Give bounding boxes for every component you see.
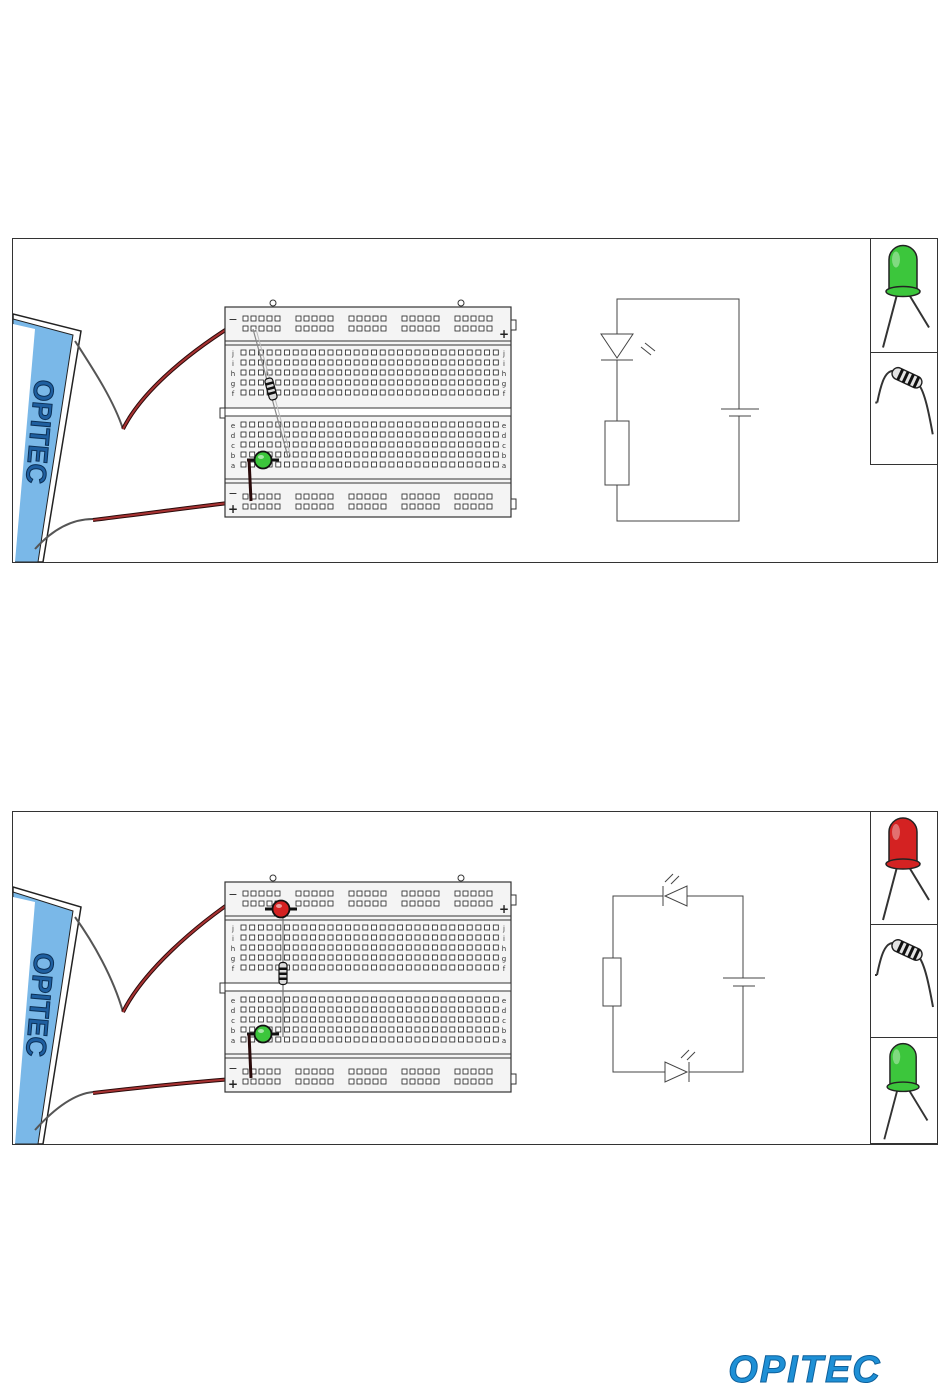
schematic [601, 299, 759, 521]
schematic [603, 874, 765, 1082]
row-letter: h [231, 945, 235, 953]
rail-minus-label: − [228, 487, 237, 500]
part-resistor [871, 353, 937, 465]
rail-minus-label: − [228, 313, 237, 326]
rail-plus-label: + [228, 502, 238, 516]
resistor-part-icon [871, 925, 937, 1038]
row-letter: e [231, 422, 235, 430]
row-letter: g [502, 380, 506, 388]
parts-list [870, 239, 937, 465]
battery-terminal-wire [75, 917, 123, 1012]
schematic-resistor [603, 958, 621, 1006]
row-letter: h [502, 370, 506, 378]
schematic-led-top [663, 874, 687, 906]
row-letter: a [502, 462, 506, 470]
row-letter: b [231, 452, 236, 460]
part-resistor [871, 925, 937, 1038]
schematic-led [601, 334, 655, 360]
rail-plus-label: + [228, 1077, 238, 1091]
footer-logo-text: OPITEC [728, 1350, 881, 1388]
rail-minus-label: − [228, 888, 237, 901]
schematic-resistor [605, 421, 629, 485]
negative-wire [93, 501, 245, 520]
row-letter: d [231, 432, 235, 440]
row-letter: j [502, 925, 505, 933]
row-letter: j [231, 925, 234, 933]
resistor-part-icon [871, 353, 937, 465]
opitec-logo: OPITEC [700, 1350, 910, 1388]
battery-terminal-wire [75, 341, 123, 429]
row-letter: c [231, 1017, 235, 1025]
rail-plus-label: + [499, 327, 509, 341]
row-letter: i [232, 360, 234, 368]
row-letter: c [502, 442, 506, 450]
row-letter: c [502, 1017, 506, 1025]
part-led-green [871, 239, 937, 353]
jumper-wire [249, 1034, 251, 1078]
parts-list [870, 812, 937, 1144]
row-letter: e [502, 422, 506, 430]
row-letter: h [502, 945, 506, 953]
jumper-wire [249, 459, 251, 501]
led-part-icon [871, 1038, 937, 1144]
row-letter: d [502, 1007, 506, 1015]
row-letter: a [231, 462, 235, 470]
rail-minus-label: − [228, 1062, 237, 1075]
row-letter: j [502, 350, 505, 358]
row-letter: c [231, 442, 235, 450]
row-letter: d [502, 432, 506, 440]
row-letter: a [502, 1037, 506, 1045]
rail-plus-label: + [499, 902, 509, 916]
part-led-green [871, 1038, 937, 1144]
row-letter: a [231, 1037, 235, 1045]
led-part-icon [871, 812, 937, 925]
breadboard-channel [225, 408, 511, 416]
row-letter: b [502, 1027, 507, 1035]
schematic-led-bottom [665, 1050, 695, 1082]
row-letter: h [231, 370, 235, 378]
row-letter: g [502, 955, 506, 963]
row-letter: i [503, 360, 505, 368]
part-led-red [871, 812, 937, 925]
row-letter: b [231, 1027, 236, 1035]
row-letter: e [231, 997, 235, 1005]
row-letter: g [231, 380, 235, 388]
row-letter: d [231, 1007, 235, 1015]
row-letter: g [231, 955, 235, 963]
row-letter: b [502, 452, 507, 460]
led-part-icon [871, 239, 937, 353]
row-letter: i [232, 935, 234, 943]
row-letter: e [502, 997, 506, 1005]
battery: OPITEC [13, 314, 81, 562]
row-letter: j [231, 350, 234, 358]
row-letter: i [503, 935, 505, 943]
breadboard-channel [225, 983, 511, 991]
negative-wire [93, 1078, 245, 1093]
battery: OPITEC [13, 887, 81, 1144]
